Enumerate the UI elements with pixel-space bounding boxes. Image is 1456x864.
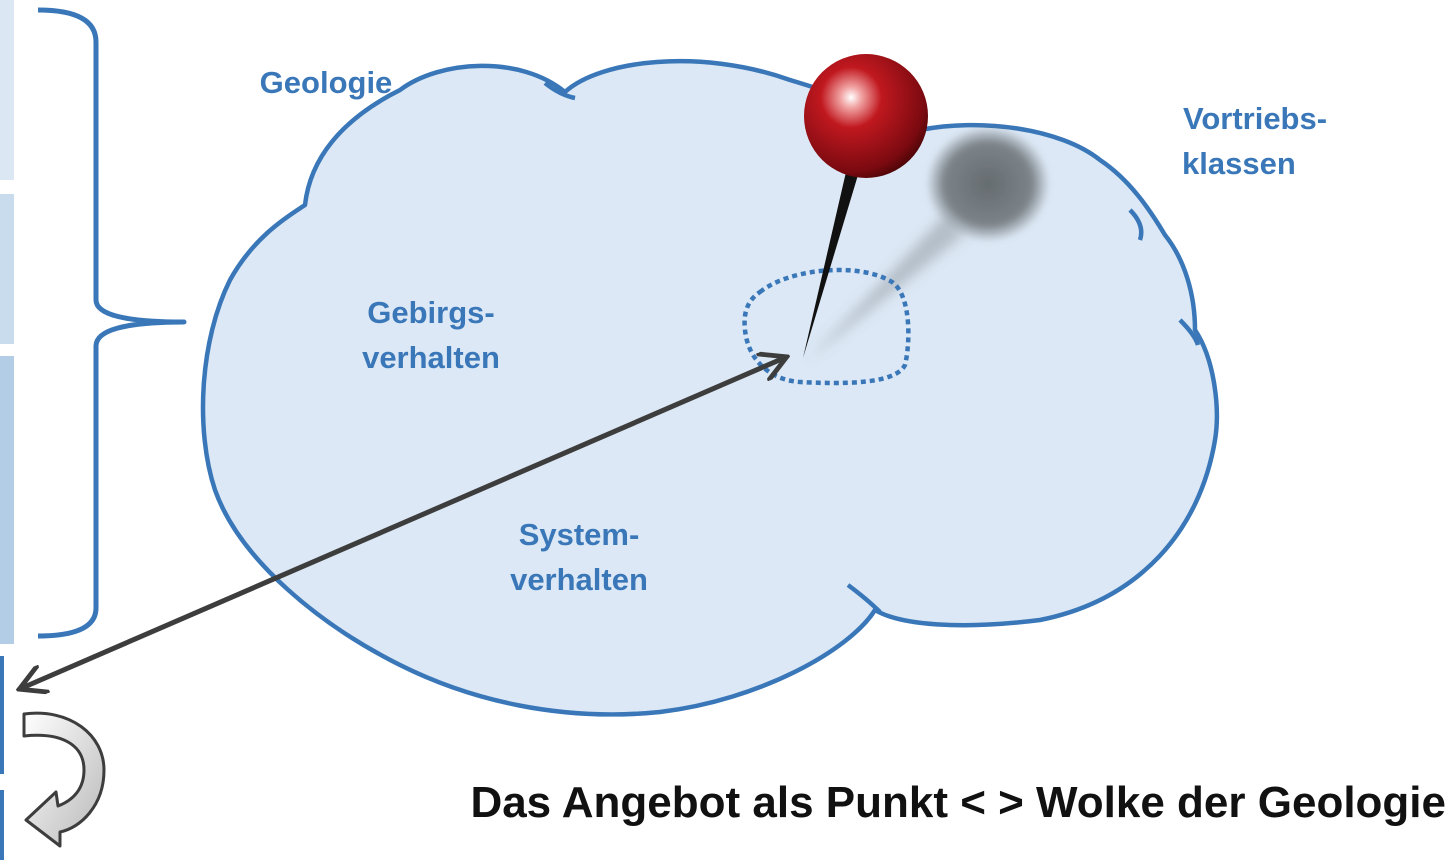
pin-shadow: [808, 126, 1050, 360]
label-gebirgsverhalten-line2: verhalten: [362, 340, 500, 375]
double-arrow-icon: [22, 358, 784, 688]
label-vortriebsklassen-line2: klassen: [1182, 146, 1296, 181]
label-geologie: Geologie: [226, 64, 426, 102]
caption: Das Angebot als Punkt < > Wolke der Geol…: [470, 778, 1446, 827]
left-slide-strips: [0, 0, 14, 860]
label-gebirgsverhalten-line1: Gebirgs-: [367, 295, 495, 330]
label-gebirgsverhalten: Gebirgs- verhalten: [336, 290, 526, 380]
target-area-dotted: [742, 267, 911, 386]
pushpin-icon: [803, 54, 928, 358]
label-systemverhalten: System- verhalten: [484, 512, 674, 602]
curved-arrow-icon: [22, 711, 106, 848]
cloud-notch: [846, 583, 882, 614]
cloud-notch: [543, 81, 576, 101]
cloud-notch: [1178, 318, 1201, 346]
cloud-notch: [1128, 208, 1144, 241]
label-vortriebsklassen-line1: Vortriebs-: [1182, 101, 1328, 136]
label-systemverhalten-line1: System-: [518, 517, 640, 552]
label-systemverhalten-line2: verhalten: [510, 562, 648, 597]
label-geologie-text: Geologie: [259, 65, 393, 100]
label-vortriebsklassen: Vortriebs- klassen: [1160, 96, 1350, 186]
bracket-icon: [37, 7, 187, 639]
